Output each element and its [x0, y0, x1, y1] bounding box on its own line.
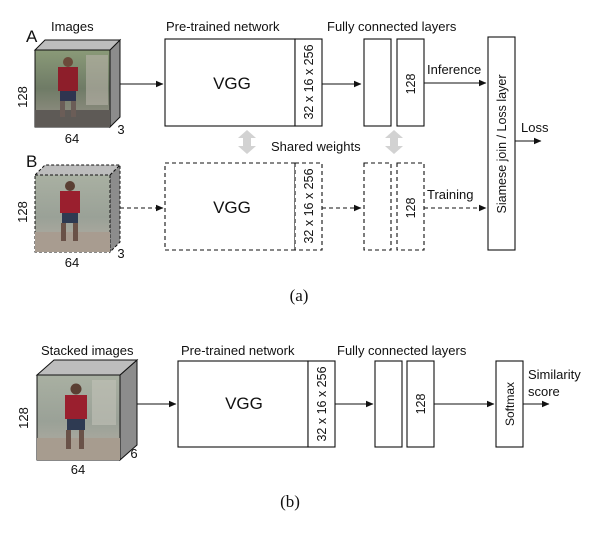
fc-block-a-1 — [363, 38, 392, 127]
person-photo-icon — [34, 174, 111, 253]
panel-b: Stacked images 128 64 6 Pre-trained netw… — [16, 343, 581, 511]
feature-label-panel-b: 32 x 16 x 256 — [315, 366, 329, 441]
fc-b-128-label: 128 — [404, 198, 418, 219]
img-a-height: 128 — [15, 86, 30, 108]
shared-weights-label: Shared weights — [271, 139, 361, 154]
shared-weights-arrow-fc — [385, 130, 403, 154]
stacked-image-cube — [35, 358, 139, 462]
siamese-loss-layer — [487, 36, 516, 251]
softmax-label: Softmax — [503, 382, 517, 426]
image-cube-a — [33, 38, 122, 129]
fc-block-b-128 — [396, 162, 425, 251]
caption-a: (a) — [290, 286, 309, 305]
stacked-img-width: 64 — [71, 462, 85, 477]
img-a-channels: 3 — [117, 122, 124, 137]
vgg-label-a: VGG — [213, 74, 251, 93]
fc-title-b: Fully connected layers — [337, 343, 467, 358]
stacked-images-title: Stacked images — [41, 343, 134, 358]
pretrained-title-a: Pre-trained network — [166, 19, 280, 34]
vgg-block-panel-b — [177, 360, 309, 448]
vgg-label-panel-b: VGG — [225, 394, 263, 413]
loss-label: Loss — [521, 120, 549, 135]
training-label: Training — [427, 187, 473, 202]
img-b-height: 128 — [15, 201, 30, 223]
row-a-label: A — [26, 27, 38, 46]
vgg-block-a — [164, 38, 296, 127]
softmax-block — [495, 360, 524, 448]
stacked-img-channels: 6 — [130, 446, 137, 461]
feature-block-a — [294, 38, 323, 127]
img-b-channels: 3 — [117, 246, 124, 261]
fc-block-b-1 — [363, 162, 392, 251]
fc-title-a: Fully connected layers — [327, 19, 457, 34]
person-photo-icon — [36, 374, 121, 461]
stacked-img-height: 128 — [16, 407, 31, 429]
fc-a-128-label: 128 — [404, 74, 418, 95]
pretrained-title-b: Pre-trained network — [181, 343, 295, 358]
feature-block-b — [294, 162, 323, 251]
feature-block-panel-b — [307, 360, 336, 448]
feature-label-b: 32 x 16 x 256 — [302, 168, 316, 243]
img-b-width: 64 — [65, 255, 79, 270]
fc-block-panel-b-1 — [374, 360, 403, 448]
person-photo-icon — [34, 49, 111, 128]
inference-label: Inference — [427, 62, 481, 77]
similarity-line1: Similarity — [528, 367, 581, 382]
row-b-label: B — [26, 152, 37, 171]
images-title: Images — [51, 19, 94, 34]
image-cube-b — [33, 163, 122, 254]
similarity-line2: score — [528, 384, 560, 399]
panel-a: A Images 128 64 3 Pre-trained network — [15, 19, 549, 305]
shared-weights-arrow-vgg — [238, 130, 256, 154]
vgg-block-b — [164, 162, 296, 251]
vgg-label-b: VGG — [213, 198, 251, 217]
caption-b: (b) — [280, 492, 300, 511]
siamese-label: Siamese join / Loss layer — [495, 75, 509, 214]
feature-label-a: 32 x 16 x 256 — [302, 44, 316, 119]
fc-panel-b-128-label: 128 — [414, 394, 428, 415]
img-a-width: 64 — [65, 131, 79, 146]
